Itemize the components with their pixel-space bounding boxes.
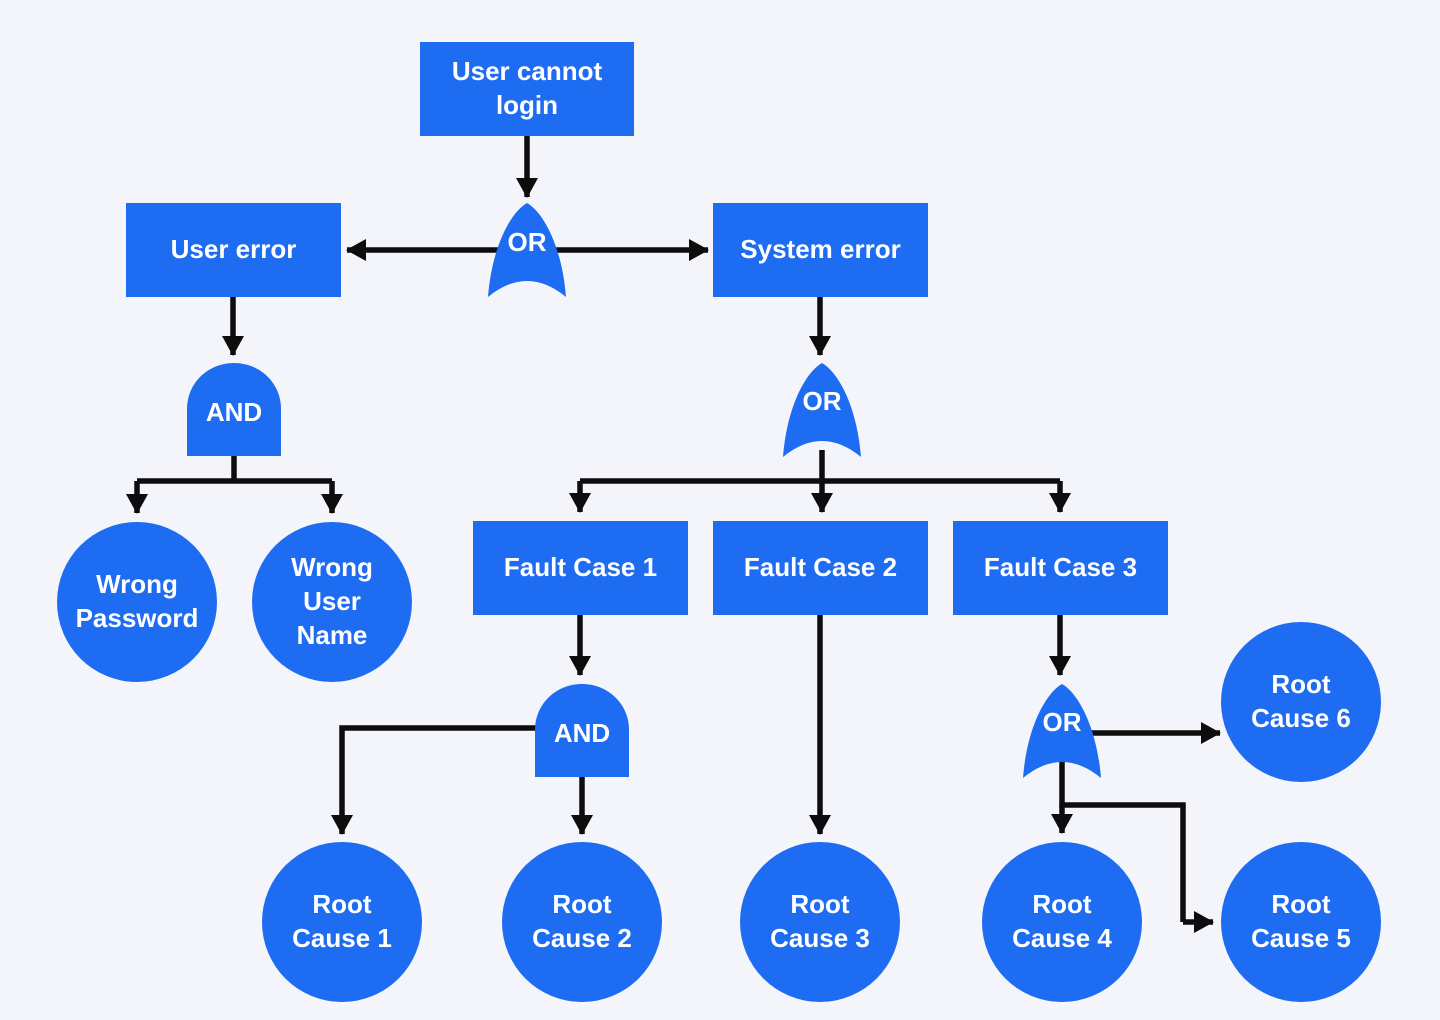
connector-and1-rail xyxy=(137,454,332,484)
node-root-cause-4[interactable]: Root Cause 4 xyxy=(982,842,1142,1002)
node-root-cause-2[interactable]: Root Cause 2 xyxy=(502,842,662,1002)
or-gate-fault-case-3[interactable] xyxy=(1023,684,1101,778)
connector-or3-rail xyxy=(1059,756,1186,922)
and-gate-user-error[interactable] xyxy=(187,363,281,456)
node-root-cause-1[interactable]: Root Cause 1 xyxy=(262,842,422,1002)
connector-or2-rail xyxy=(580,450,1060,484)
node-root-cause-3[interactable]: Root Cause 3 xyxy=(740,842,900,1002)
or-gate-login[interactable] xyxy=(488,203,566,297)
node-wrong-password[interactable]: Wrong Password xyxy=(57,522,217,682)
node-fault-case-3[interactable]: Fault Case 3 xyxy=(953,521,1168,615)
and-gate-fault-case-1[interactable] xyxy=(535,684,629,777)
node-root-cause-6[interactable]: Root Cause 6 xyxy=(1221,622,1381,782)
node-fault-case-1[interactable]: Fault Case 1 xyxy=(473,521,688,615)
node-system-error[interactable]: System error xyxy=(713,203,928,297)
connector-and2-to-root-cause-1 xyxy=(331,725,538,835)
node-root-cause-5[interactable]: Root Cause 5 xyxy=(1221,842,1381,1002)
node-user-cannot-login[interactable]: User cannot login xyxy=(420,42,634,136)
node-fault-case-2[interactable]: Fault Case 2 xyxy=(713,521,928,615)
node-wrong-user-name[interactable]: Wrong User Name xyxy=(252,522,412,682)
or-gate-system-error[interactable] xyxy=(783,363,861,457)
node-user-error[interactable]: User error xyxy=(126,203,341,297)
